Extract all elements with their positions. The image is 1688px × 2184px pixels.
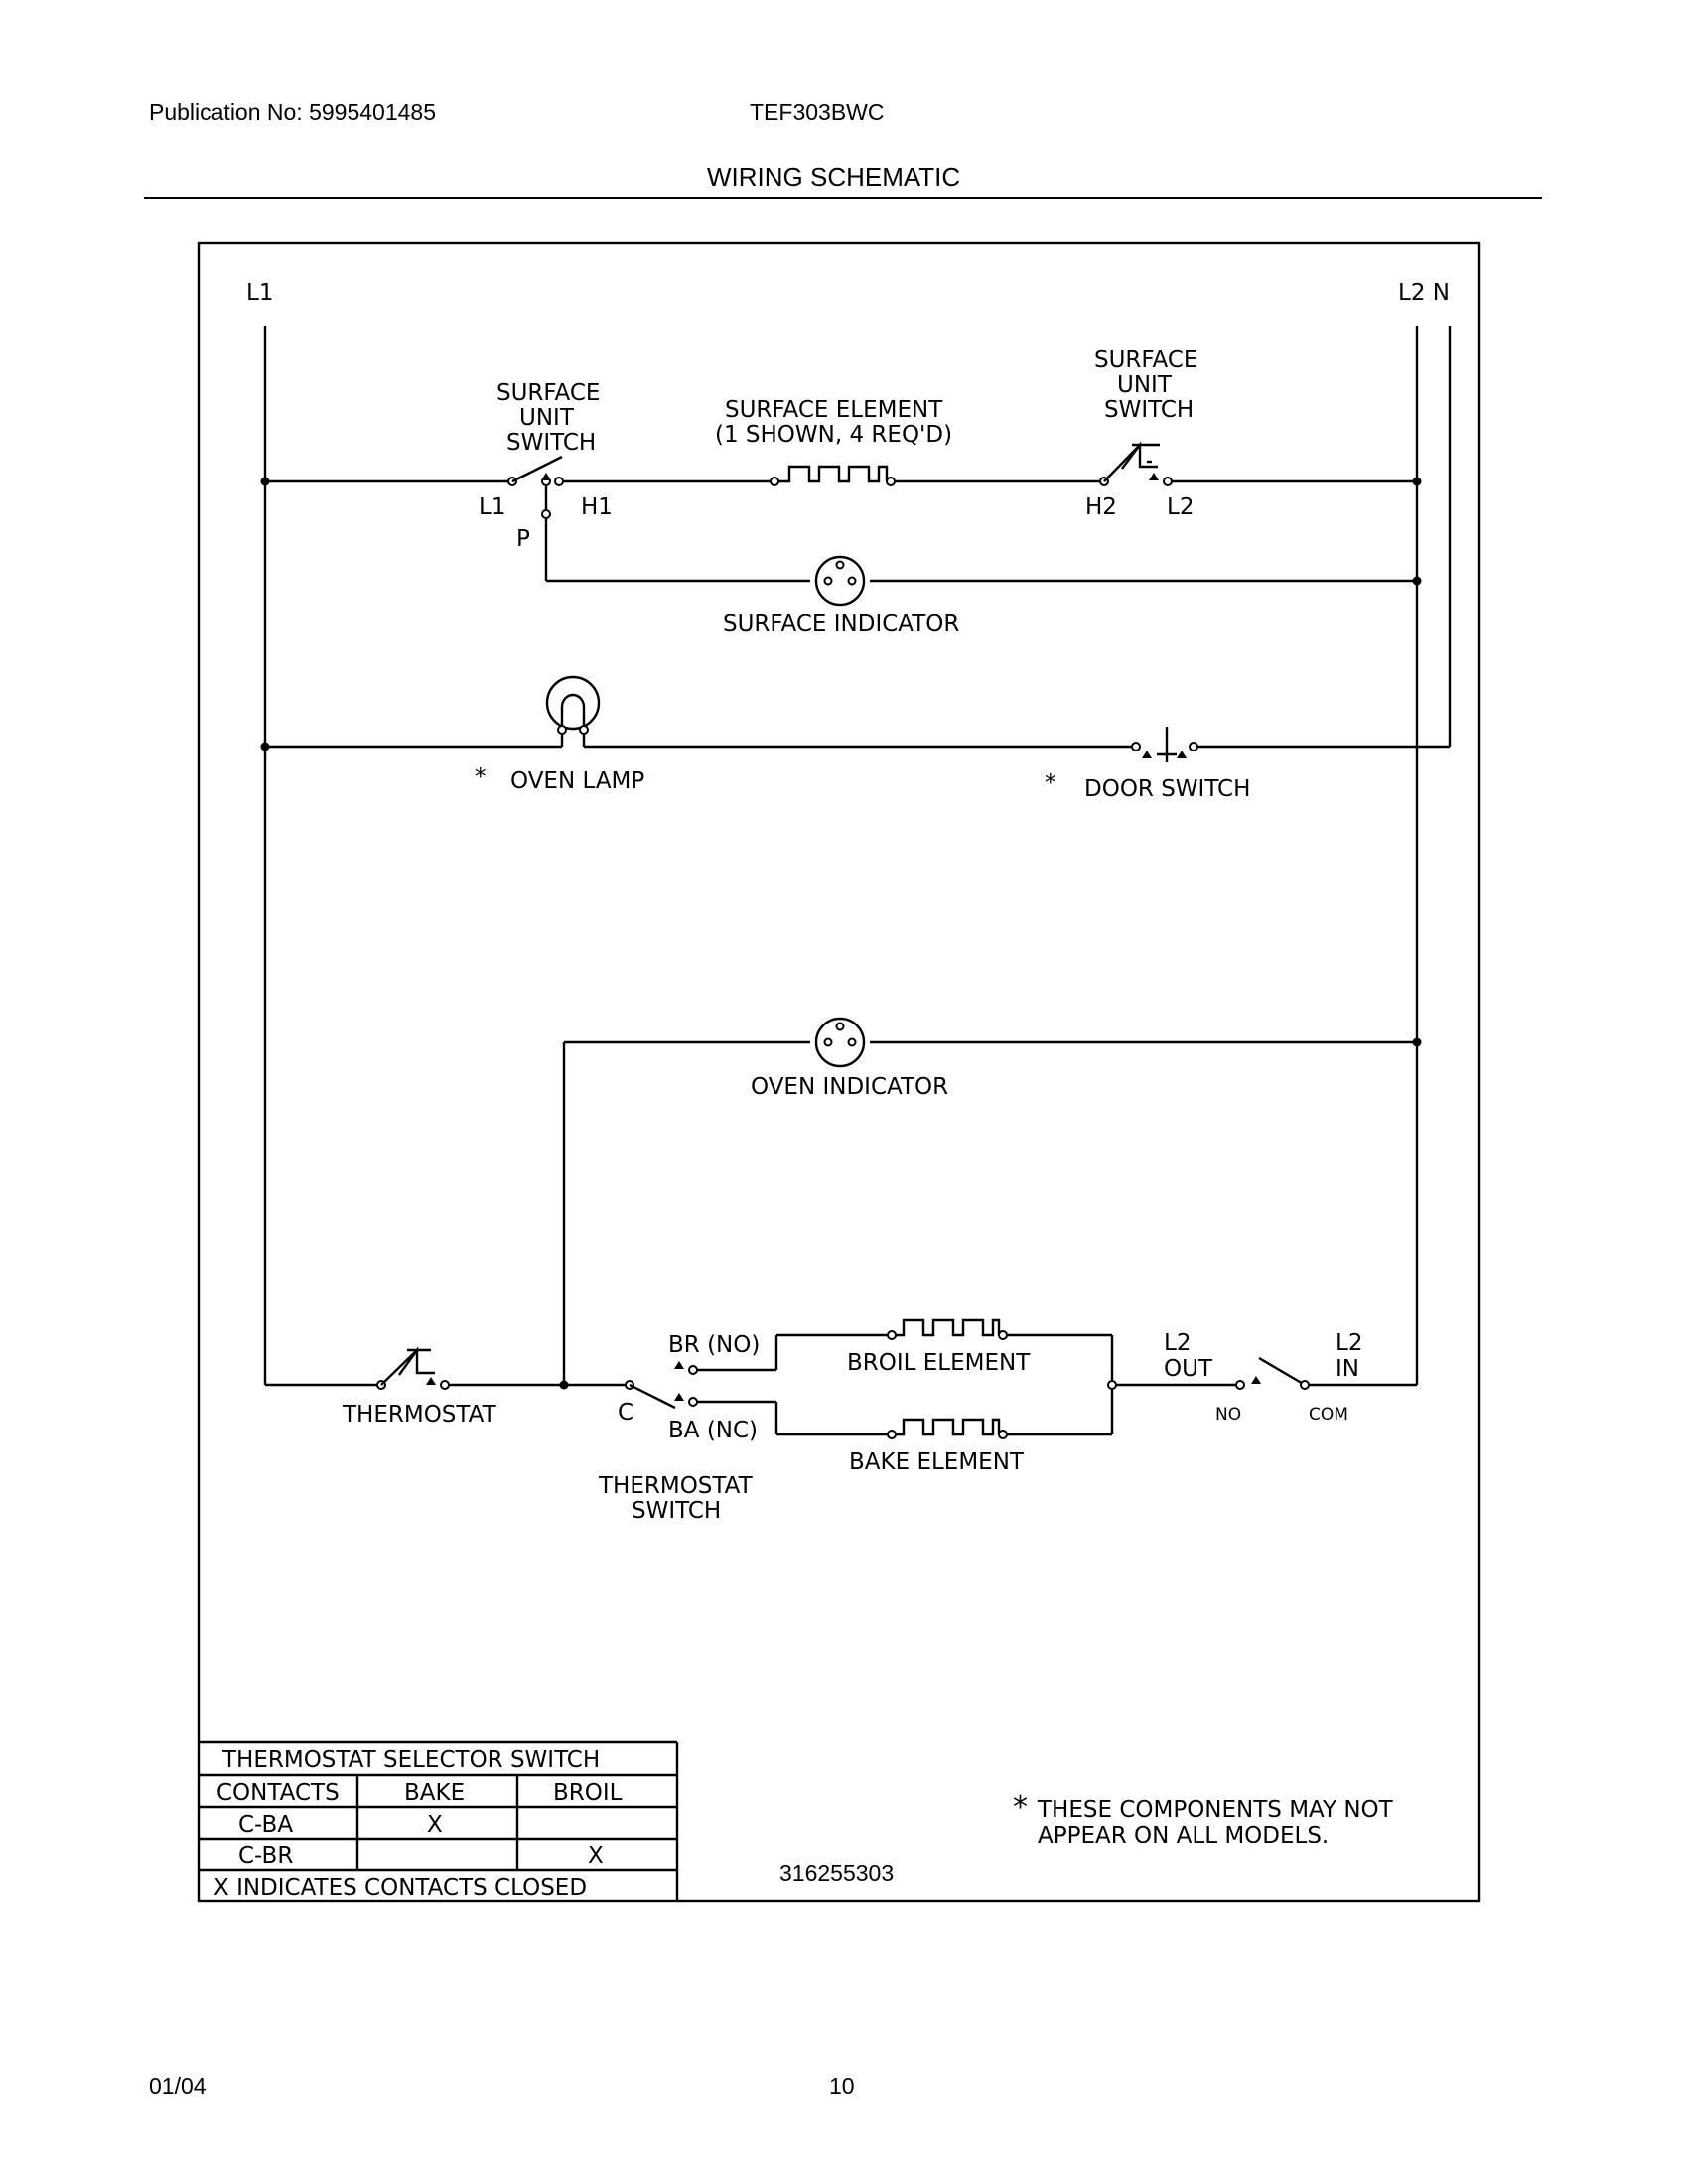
thermostat-switch-ba: BA (NC) [668, 1418, 758, 1443]
thermostat-switch-label-1: THERMOSTAT [598, 1473, 754, 1499]
junction-terminal [1107, 1380, 1117, 1390]
surface-element-label-1: SURFACE ELEMENT [725, 397, 943, 423]
thermostat-selector-table [199, 1740, 679, 1901]
broil-element-label: BROIL ELEMENT [847, 1350, 1031, 1376]
rail-label-l2n: L2 N [1398, 280, 1450, 306]
rail-label-l1: L1 [246, 280, 273, 306]
surface-switch-right-label-1: SURFACE [1094, 347, 1197, 373]
l2-in-label-1: L2 [1336, 1330, 1362, 1356]
bake-element-label: BAKE ELEMENT [849, 1449, 1025, 1475]
table-header-broil: BROIL [553, 1780, 623, 1806]
thermostat-switch-label-2: SWITCH [632, 1498, 721, 1524]
surface-element-label-2: (1 SHOWN, 4 REQ'D) [715, 422, 952, 448]
schematic-border [197, 241, 1481, 1903]
thermostat-switch-br: BR (NO) [668, 1332, 760, 1358]
table-header-bake: BAKE [404, 1780, 465, 1806]
terminal-h2: H2 [1085, 494, 1117, 520]
table-cell-contacts: C-BA [238, 1812, 293, 1838]
asterisk-door-switch: * [1045, 770, 1056, 796]
l2-in-label-2: IN [1336, 1356, 1359, 1382]
table-cell-contacts: C-BR [238, 1843, 293, 1869]
surface-unit-switch-right [1099, 441, 1173, 486]
junction-dot [1412, 576, 1422, 586]
table-title: THERMOSTAT SELECTOR SWITCH [221, 1747, 600, 1773]
oven-lamp-bulb [545, 675, 601, 747]
l2-out-label-1: L2 [1164, 1330, 1191, 1356]
terminal-l1: L1 [479, 494, 505, 520]
surface-element-heater [770, 465, 896, 486]
surface-circuit-wires [265, 479, 1417, 583]
surface-indicator-label: SURFACE INDICATOR [723, 612, 959, 637]
thermostat-label: THERMOSTAT [342, 1402, 497, 1428]
oven-indicator-wires [562, 1040, 1417, 1385]
thermostat-switch-c: C [618, 1400, 633, 1426]
relay-com-label: COM [1309, 1405, 1348, 1425]
surface-switch-left-label-2: UNIT [519, 405, 575, 431]
thermostat [376, 1346, 450, 1390]
bake-element-heater [887, 1418, 1008, 1439]
asterisk-oven-lamp: * [475, 764, 487, 790]
surface-unit-switch-left [507, 455, 564, 519]
note-line-1: THESE COMPONENTS MAY NOT [1037, 1797, 1394, 1823]
surface-switch-right-label-2: UNIT [1117, 372, 1173, 398]
header-rule [144, 197, 1542, 199]
surface-switch-left-label-3: SWITCH [506, 430, 596, 456]
junction-dot [1412, 477, 1422, 486]
page-title: WIRING SCHEMATIC [707, 162, 961, 192]
junction-dot [260, 477, 270, 486]
part-number: 316255303 [779, 1860, 894, 1886]
door-switch [1131, 727, 1198, 762]
door-switch-label: DOOR SWITCH [1084, 776, 1250, 802]
junction-dot [260, 742, 270, 751]
footer-date: 01/04 [149, 2073, 207, 2099]
l2-out-label-2: OUT [1164, 1356, 1213, 1382]
terminal-p: P [516, 526, 530, 552]
page-number: 10 [829, 2073, 855, 2099]
oven-circuit-wires [265, 1333, 1417, 1436]
relay-no-label: NO [1215, 1405, 1241, 1425]
oven-indicator-lamp [814, 1017, 866, 1068]
table-cell-broil: X [588, 1843, 604, 1869]
asterisk-note: * [1013, 1790, 1028, 1825]
table-cell-bake: X [427, 1812, 443, 1838]
l2-relay-contact [1235, 1356, 1310, 1390]
terminal-l2: L2 [1167, 494, 1194, 520]
note-line-2: APPEAR ON ALL MODELS. [1038, 1823, 1329, 1848]
terminal-h1: H1 [581, 494, 613, 520]
surface-indicator-lamp [814, 555, 866, 607]
oven-lamp-label: OVEN LAMP [510, 768, 644, 794]
junction-dot [559, 1380, 569, 1390]
table-footer: X INDICATES CONTACTS CLOSED [213, 1875, 587, 1901]
oven-indicator-label: OVEN INDICATOR [751, 1074, 948, 1100]
table-header-contacts: CONTACTS [216, 1780, 340, 1806]
model-number: TEF303BWC [750, 99, 885, 125]
publication-number: Publication No: 5995401485 [149, 99, 437, 125]
surface-switch-left-label-1: SURFACE [496, 380, 600, 406]
broil-element-heater [887, 1318, 1008, 1340]
thermostat-switch [625, 1361, 698, 1410]
junction-dot [1412, 1037, 1422, 1047]
surface-switch-right-label-3: SWITCH [1104, 397, 1194, 423]
